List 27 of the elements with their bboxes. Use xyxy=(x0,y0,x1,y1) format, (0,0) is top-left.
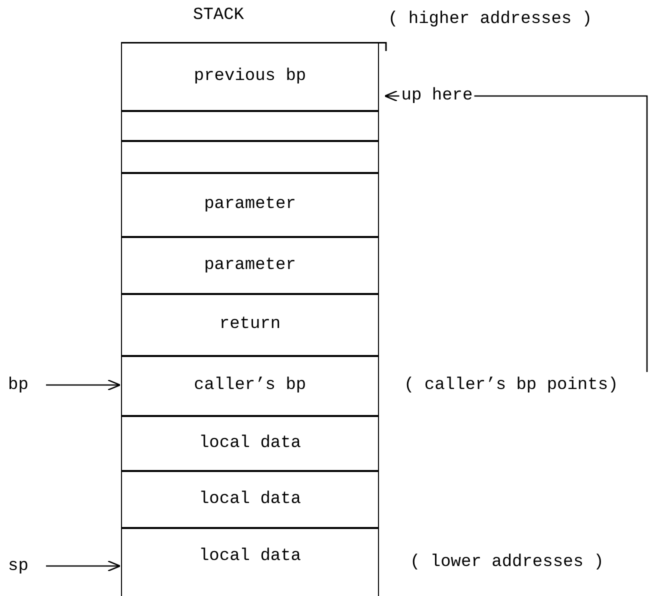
arrow xyxy=(46,560,121,572)
stack-slot xyxy=(121,236,379,294)
stack-slot xyxy=(121,415,379,472)
stack-slot xyxy=(121,42,379,112)
stack-slot xyxy=(121,470,379,528)
pointer-label: bp xyxy=(8,372,44,398)
arrow xyxy=(46,379,121,391)
pointer-label: ( caller’s bp points) xyxy=(404,372,666,398)
slot-text: local data xyxy=(198,434,302,453)
slot-text: caller’s bp xyxy=(194,376,306,396)
stack-slot xyxy=(121,140,379,174)
stack-slot xyxy=(121,110,379,142)
stack-slot xyxy=(121,172,379,238)
stack-title: STACK xyxy=(193,6,244,25)
slot-text: local data xyxy=(198,547,302,566)
slot-text: return xyxy=(219,315,281,334)
slot-text: parameter xyxy=(204,256,296,275)
slot-text: parameter xyxy=(204,195,296,214)
stack-slot xyxy=(121,293,379,356)
stack-slot xyxy=(121,355,379,416)
pointer-label: sp xyxy=(8,553,44,579)
edge-label: up here xyxy=(399,86,475,106)
slot-text: local data xyxy=(198,490,302,509)
address-note: ( lower addresses ) xyxy=(410,553,604,572)
address-note: ( higher addresses ) xyxy=(388,10,592,29)
slot-text: previous bp xyxy=(194,67,306,86)
stack-slot xyxy=(121,527,379,596)
